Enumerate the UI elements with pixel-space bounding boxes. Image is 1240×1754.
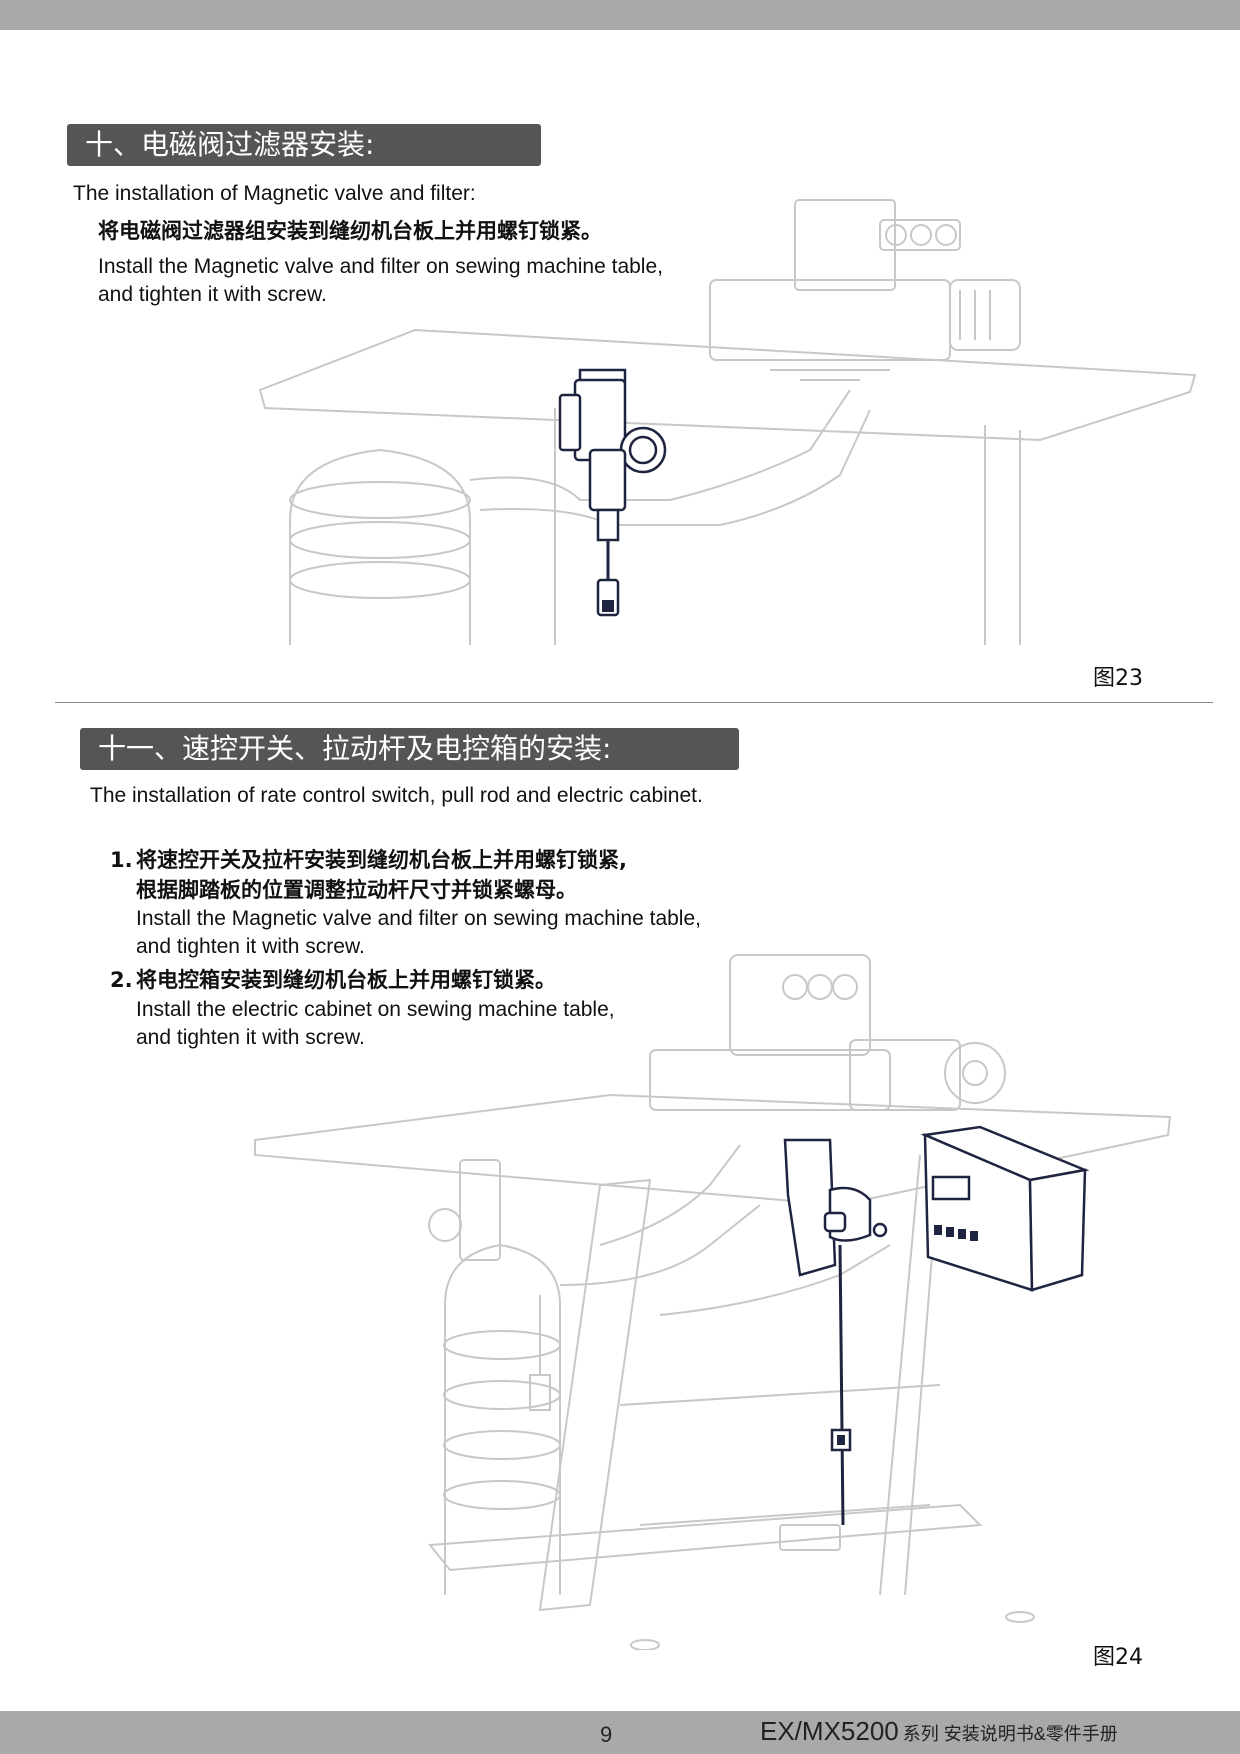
speed-control-switch bbox=[783, 1138, 888, 1526]
figure-24-label: 图24 bbox=[1093, 1645, 1143, 1670]
magnetic-valve-filter bbox=[558, 368, 667, 617]
step-1-cn-1: 将速控开关及拉杆安装到缝纫机台板上并用螺钉锁紧, bbox=[136, 848, 627, 872]
figure-24-illustration bbox=[254, 954, 1172, 1650]
section-divider bbox=[55, 702, 1213, 703]
footer-model: EX/MX5200 bbox=[760, 1716, 899, 1746]
step-2-en-2: and tighten it with screw. bbox=[136, 1026, 365, 1049]
step-1-en-2: and tighten it with screw. bbox=[136, 935, 365, 958]
footer-title-suffix: 系列 安装说明书&零件手册 bbox=[902, 1724, 1118, 1744]
section-10-instruction-en-2: and tighten it with screw. bbox=[98, 283, 327, 306]
step-1-cn-2: 根据脚踏板的位置调整拉动杆尺寸并锁紧螺母。 bbox=[136, 878, 577, 902]
electric-cabinet bbox=[920, 1125, 1090, 1292]
top-bar bbox=[0, 0, 1240, 30]
page-number: 9 bbox=[600, 1722, 613, 1747]
figure-23-label: 图23 bbox=[1093, 666, 1143, 691]
section-10-instruction-cn: 将电磁阀过滤器组安装到缝纫机台板上并用螺钉锁紧。 bbox=[98, 219, 602, 243]
step-1-number: 1. bbox=[110, 848, 133, 872]
section-11-heading: 十一、速控开关、拉动杆及电控箱的安装: bbox=[80, 728, 739, 770]
step-2-en-1: Install the electric cabinet on sewing m… bbox=[136, 998, 615, 1021]
section-10-subtitle: The installation of Magnetic valve and f… bbox=[73, 182, 476, 205]
step-1-en-1: Install the Magnetic valve and filter on… bbox=[136, 907, 701, 930]
step-2-cn-1: 将电控箱安装到缝纫机台板上并用螺钉锁紧。 bbox=[136, 968, 556, 992]
step-2-number: 2. bbox=[110, 968, 133, 992]
footer-bar bbox=[0, 1711, 1240, 1754]
section-11-subtitle: The installation of rate control switch,… bbox=[90, 784, 703, 807]
sewing-machine-table-figure bbox=[254, 954, 1172, 1650]
figure-23-illustration bbox=[258, 199, 1197, 645]
sewing-machine-table-figure bbox=[258, 199, 1197, 645]
section-10-heading: 十、电磁阀过滤器安装: bbox=[67, 124, 541, 166]
section-10-instruction-en-1: Install the Magnetic valve and filter on… bbox=[98, 255, 663, 278]
